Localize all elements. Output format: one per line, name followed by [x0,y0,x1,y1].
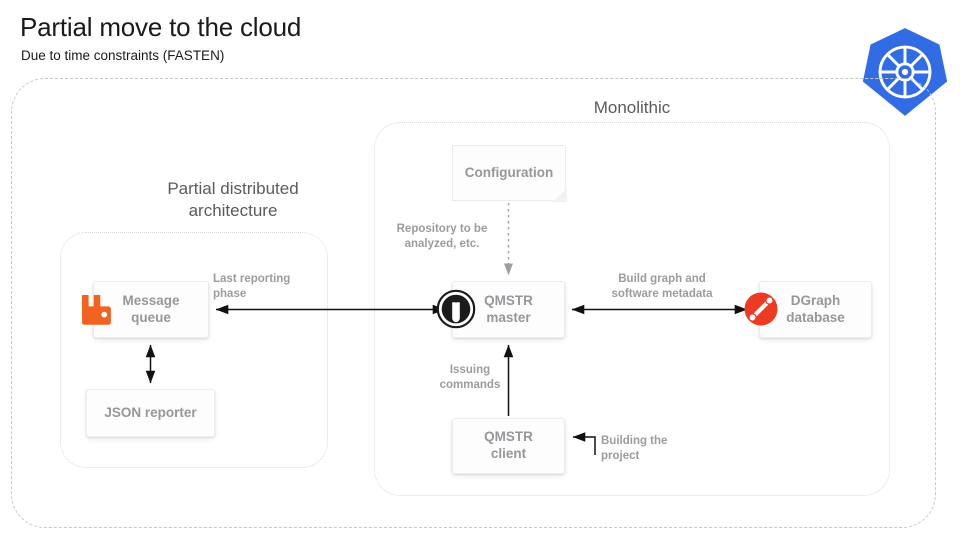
node-configuration[interactable]: Configuration [452,145,566,201]
partial-distributed-label-line1: Partial distributed [167,179,299,198]
qmstr-master-label-line2: master [486,309,531,325]
building-project-line2: project [601,449,640,462]
label-last-reporting-phase: Last reporting phase [213,272,329,302]
monolithic-region-label: Monolithic [593,98,671,117]
repository-line1: Repository to be [396,223,488,235]
node-dgraph-database[interactable]: DGraph database [759,281,872,338]
label-building-the-project: Building the project [601,434,701,464]
partial-distributed-region-label: Partial distributed architecture [78,178,388,222]
node-message-queue[interactable]: Message queue [93,281,209,338]
dgraph-label-line2: database [786,309,845,325]
last-reporting-phase-line2: phase [213,287,247,300]
node-qmstr-client[interactable]: QMSTR client [452,418,565,474]
qmstr-master-label-line1: QMSTR [484,292,533,308]
repository-line2: analyzed, etc. [404,237,480,250]
label-build-graph-and-software-metadata: Build graph and software metadata [600,272,724,302]
json-reporter-label: JSON reporter [104,404,197,420]
message-queue-label-line2: queue [131,309,171,325]
label-issuing-commands: Issuing commands [414,363,526,393]
last-reporting-phase-line1: Last reporting [213,273,291,285]
page-title: Partial move to the cloud [20,12,302,42]
configuration-label: Configuration [464,164,554,180]
issuing-commands-line2: commands [439,378,501,391]
message-queue-label-line1: Message [122,292,180,308]
partial-distributed-region [60,232,328,468]
qmstr-icon [436,289,476,329]
cloud-boundary-region [11,78,936,528]
issuing-commands-line1: Issuing [449,364,491,376]
dgraph-icon [740,288,782,330]
build-graph-line1: Build graph and [618,273,706,285]
node-json-reporter[interactable]: JSON reporter [86,389,215,437]
build-graph-line2: software metadata [611,287,713,300]
qmstr-client-label-line2: client [490,446,527,461]
rabbitmq-icon [80,292,112,326]
dgraph-label-line1: DGraph [790,292,841,308]
partial-distributed-label-line2: architecture [188,200,278,220]
label-repository-to-be-analyzed: Repository to be analyzed, etc. [383,222,501,252]
building-project-line1: Building the [601,435,668,447]
page-subtitle: Due to time constraints (FASTEN) [21,48,225,63]
qmstr-client-label-line1: QMSTR [484,429,533,445]
